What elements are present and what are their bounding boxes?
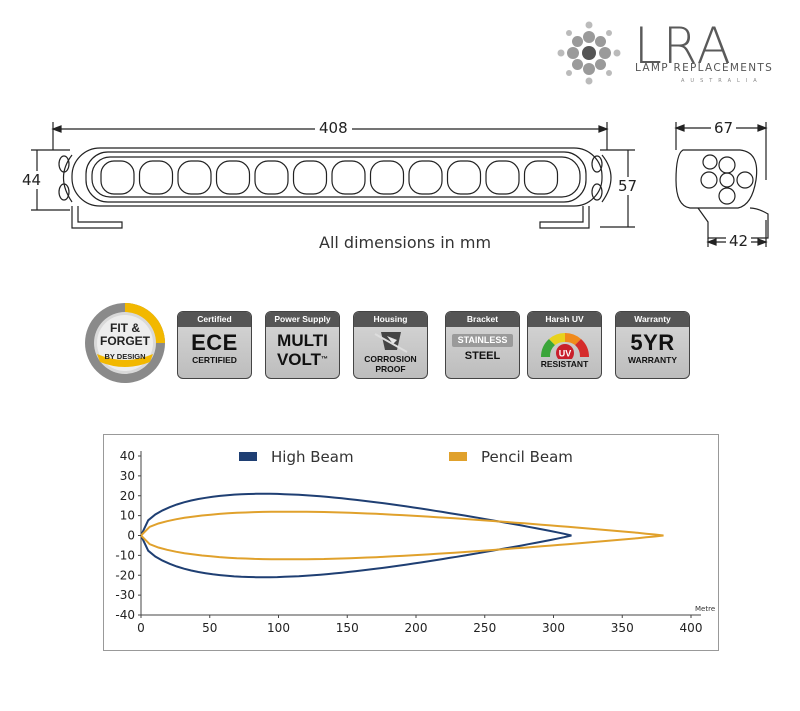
x-tick-label: 0: [137, 621, 145, 635]
lra-logo: LRA LAMP REPLACEMENTS AUSTRALIA: [556, 16, 786, 96]
led-cell: [369, 160, 405, 195]
corrosion-proof-badge: Housing CORROSION PROOF: [353, 311, 428, 379]
x-tick-label: 100: [267, 621, 290, 635]
x-tick-label: 350: [611, 621, 634, 635]
badge-main-text: 5YR: [630, 330, 675, 355]
led-cell: [446, 160, 482, 195]
badge-header: Power Supply: [266, 312, 339, 327]
led-cell: [177, 160, 212, 195]
uv-resistant-badge: Harsh UV UV RESISTANT: [527, 311, 602, 379]
beam-series-0: [139, 492, 572, 579]
fit-forget-badge: [85, 303, 165, 383]
legend-label: Pencil Beam: [481, 448, 573, 466]
x-unit-label: Metre: [695, 605, 715, 613]
light-bar-diagram: [31, 122, 769, 247]
y-tick-label: 0: [127, 529, 135, 543]
badge-main-text: MULTI: [277, 331, 328, 350]
badge-header: Harsh UV: [528, 312, 601, 327]
badge-sub-text: RESISTANT: [540, 359, 589, 369]
badge-main-text: STAINLESS: [452, 334, 513, 347]
led-cell: [523, 160, 559, 195]
beam-series-1: [139, 510, 664, 561]
badge-sub-text-2: PROOF: [375, 364, 406, 374]
trademark-mark: ™: [321, 356, 329, 363]
badge-main-text-2: VOLT™: [266, 350, 339, 369]
fit-forget-text: FIT & FORGET BY DESIGN: [84, 322, 166, 363]
led-cell: [254, 160, 289, 195]
badge-header: Certified: [178, 312, 251, 327]
logo-wordmark: LRA: [634, 17, 732, 75]
y-tick-label: 10: [120, 509, 135, 523]
uv-gauge-icon: UV: [540, 332, 589, 359]
multi-volt-line2: VOLT: [276, 350, 322, 369]
x-tick-label: 50: [202, 621, 217, 635]
legend-swatch: [239, 452, 257, 461]
badge-sub-text: WARRANTY: [627, 355, 678, 365]
fit-forget-line2: FORGET: [100, 334, 150, 348]
badge-sub-text: CORROSION: [364, 354, 417, 364]
height-right-dimension: 57: [618, 177, 638, 195]
legend-label: High Beam: [271, 448, 354, 466]
badge-header: Housing: [354, 312, 427, 327]
dimensions-note: All dimensions in mm: [319, 233, 492, 252]
x-tick-label: 200: [405, 621, 428, 635]
led-cell: [215, 160, 251, 195]
y-tick-label: -40: [115, 608, 135, 622]
badge-sub-text: STEEL: [464, 350, 501, 362]
y-tick-label: 20: [120, 489, 135, 503]
dimension-drawing: 408 44 57 67 42 All dimensions in mm: [0, 110, 800, 270]
height-left-dimension: 44: [22, 171, 42, 189]
feature-badges: FIT & FORGET BY DESIGN Certified ECE CER…: [0, 300, 800, 390]
length-dimension: 408: [315, 119, 352, 137]
stainless-steel-badge: Bracket STAINLESS STEEL: [445, 311, 520, 379]
ece-certified-badge: Certified ECE CERTIFIED: [177, 311, 252, 379]
corrosion-shield-icon: [374, 332, 407, 353]
led-cell: [138, 160, 174, 195]
fit-forget-line1: FIT &: [110, 321, 140, 335]
x-tick-label: 250: [473, 621, 496, 635]
logo-dots-icon: [557, 21, 621, 85]
y-tick-label: -10: [115, 548, 135, 562]
multi-volt-badge: Power Supply MULTI VOLT™: [265, 311, 340, 379]
y-tick-label: 30: [120, 469, 135, 483]
logo-region: AUSTRALIA: [681, 78, 763, 84]
logo-subtitle: LAMP REPLACEMENTS: [635, 62, 774, 74]
led-cell: [100, 160, 135, 195]
x-tick-label: 400: [680, 621, 703, 635]
badge-sub-text: CERTIFIED: [192, 355, 237, 365]
x-tick-label: 150: [336, 621, 359, 635]
y-tick-label: 40: [120, 449, 135, 463]
warranty-badge: Warranty 5YR WARRANTY: [615, 311, 690, 379]
fit-forget-line3: BY DESIGN: [104, 352, 146, 361]
y-tick-label: -20: [115, 568, 135, 582]
badge-main-text: ECE: [191, 330, 238, 355]
y-tick-label: -30: [115, 588, 135, 602]
badge-header: Warranty: [616, 312, 689, 327]
side-width-dimension: 67: [711, 119, 737, 137]
uv-mark-text: UV: [558, 349, 571, 359]
legend-swatch: [449, 452, 467, 461]
led-cell: [331, 160, 366, 195]
x-tick-label: 300: [542, 621, 565, 635]
side-base-dimension: 42: [726, 232, 752, 250]
led-cell: [485, 160, 520, 195]
badge-header: Bracket: [446, 312, 519, 327]
led-cell: [292, 160, 328, 195]
led-cell: [408, 160, 443, 195]
